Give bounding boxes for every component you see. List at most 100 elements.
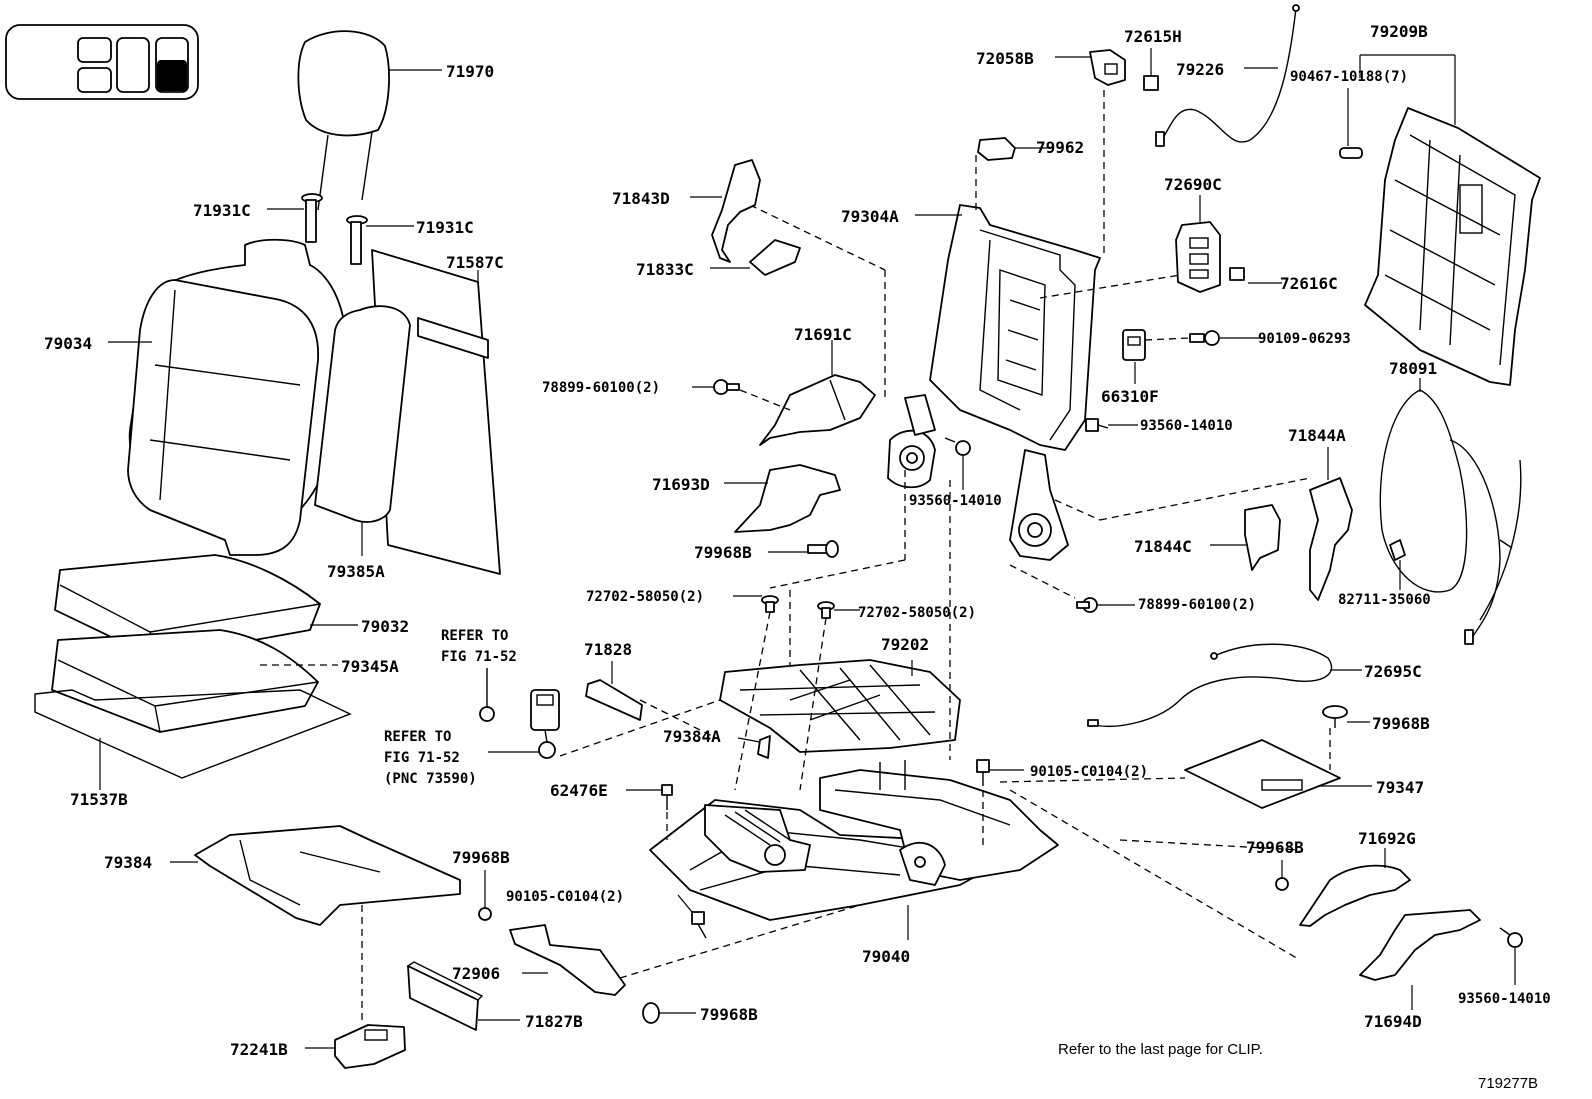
part-label-72702-58050: 72702-58050(2) (858, 605, 976, 621)
seat-frame-assembly-part (649, 760, 1059, 921)
part-label-71828: 71828 (584, 640, 632, 659)
part-label-79209b: 79209B (1370, 22, 1428, 41)
clip-small-part (1143, 75, 1159, 91)
reference-note-line: (PNC 73590) (384, 771, 477, 787)
part-label-79384: 79384 (104, 853, 152, 872)
reference-note-line: FIG 71-52 (384, 750, 460, 766)
part-label-71844a: 71844A (1288, 426, 1346, 445)
part-label-71693d: 71693D (652, 475, 710, 494)
part-label-79962: 79962 (1036, 138, 1084, 157)
clamp-part (1389, 539, 1406, 561)
clip-bracket-part (757, 735, 771, 759)
cap-part (977, 137, 1016, 161)
recliner-cover-lower-part (734, 464, 841, 533)
reference-note-line: REFER TO (441, 628, 508, 644)
part-label-72702-58050: 72702-58050(2) (586, 589, 704, 605)
release-cable-part (1155, 4, 1300, 147)
screw-part (1189, 330, 1220, 346)
seat-cushion-cover-part (54, 554, 321, 659)
part-label-79032: 79032 (361, 617, 409, 636)
part-label-71970: 71970 (446, 62, 494, 81)
switch-part (1122, 329, 1146, 361)
part-label-79384a: 79384A (663, 727, 721, 746)
part-label-62476e: 62476E (550, 781, 608, 800)
part-label-78899-60100: 78899-60100(2) (1138, 597, 1256, 613)
part-label-66310f: 66310F (1101, 387, 1159, 406)
reference-note-line: REFER TO (384, 729, 451, 745)
part-label-79968b: 79968B (694, 543, 752, 562)
part-label-72058b: 72058B (976, 49, 1034, 68)
clip-part (478, 870, 696, 1024)
part-label-71827b: 71827B (525, 1012, 583, 1031)
part-label-79968b: 79968B (1246, 838, 1304, 857)
seat-frame-cover-part (194, 825, 461, 926)
part-label-72616c: 72616C (1280, 274, 1338, 293)
screw-part (761, 595, 835, 619)
bolt-part (944, 418, 1109, 456)
recliner-cover-part (759, 374, 876, 446)
seat-position-locator-icon (5, 24, 199, 100)
part-label-93560-14010: 93560-14010 (1140, 418, 1233, 434)
headrest-part (297, 30, 390, 211)
part-label-71691c: 71691C (794, 325, 852, 344)
part-label-79304a: 79304A (841, 207, 899, 226)
control-cable-part (1087, 643, 1333, 727)
lock-assembly-part (1175, 221, 1221, 293)
seatback-frame-part (887, 204, 1101, 561)
clip-reference-note: Refer to the last page for CLIP. (1058, 1041, 1263, 1058)
part-label-79202: 79202 (881, 635, 929, 654)
bolt-part (691, 911, 707, 939)
part-label-93560-14010: 93560-14010 (909, 493, 1002, 509)
seat-cushion-pad-part (51, 629, 319, 733)
headrest-guide-part (301, 193, 368, 265)
seatback-pad-right-part (314, 305, 411, 523)
part-label-71692g: 71692G (1358, 829, 1416, 848)
part-label-71587c: 71587C (446, 253, 504, 272)
part-label-79345a: 79345A (341, 657, 399, 676)
part-label-71694d: 71694D (1364, 1012, 1422, 1031)
part-label-93560-14010: 93560-14010 (1458, 991, 1551, 1007)
clip-part (807, 540, 839, 558)
part-label-79968b: 79968B (452, 848, 510, 867)
seatbelt-buckle-part (479, 668, 560, 759)
part-label-90467-10188: 90467-10188(7) (1290, 69, 1408, 85)
recliner-cover-lower-right-part (1359, 909, 1481, 981)
part-label-71931c: 71931C (193, 201, 251, 220)
part-label-72690c: 72690C (1164, 175, 1222, 194)
part-label-72615h: 72615H (1124, 27, 1182, 46)
hinge-cover-upper-part (711, 159, 761, 263)
part-label-79034: 79034 (44, 334, 92, 353)
reference-note-line: FIG 71-52 (441, 649, 517, 665)
plate-part (406, 961, 484, 1031)
part-label-71931c: 71931C (416, 218, 474, 237)
seatback-cover-part (127, 238, 347, 556)
part-label-72906: 72906 (452, 964, 500, 983)
part-label-72695c: 72695C (1364, 662, 1422, 681)
part-label-78091: 78091 (1389, 359, 1437, 378)
cover-plate-part (585, 679, 643, 721)
clip-part (1339, 147, 1363, 159)
part-label-90105-c0104: 90105-C0104(2) (506, 889, 624, 905)
part-label-71843d: 71843D (612, 189, 670, 208)
part-label-71833c: 71833C (636, 260, 694, 279)
seat-cushion-frame-part (719, 659, 961, 753)
seat-cushion-sheet-part (34, 689, 352, 779)
bolt-part (1499, 927, 1523, 948)
part-label-79226: 79226 (1176, 60, 1224, 79)
part-label-71537b: 71537B (70, 790, 128, 809)
figure-id: 719277B (1478, 1075, 1538, 1092)
part-label-78899-60100: 78899-60100(2) (542, 380, 660, 396)
hinge-cover-inner-part (1244, 504, 1281, 571)
hinge-cover-part (334, 1024, 406, 1069)
part-label-90105-c0104: 90105-C0104(2) (1030, 764, 1148, 780)
hinge-cover-right-part (1309, 477, 1353, 601)
fastener-part (661, 784, 673, 810)
cable-part (1379, 389, 1522, 645)
part-label-79347: 79347 (1376, 778, 1424, 797)
clip-small-part (1229, 267, 1245, 281)
knob-cover-part (1089, 49, 1126, 86)
hinge-cover-small-part (749, 239, 801, 276)
seatback-board-part (1364, 107, 1541, 386)
part-label-82711-35060: 82711-35060 (1338, 592, 1431, 608)
